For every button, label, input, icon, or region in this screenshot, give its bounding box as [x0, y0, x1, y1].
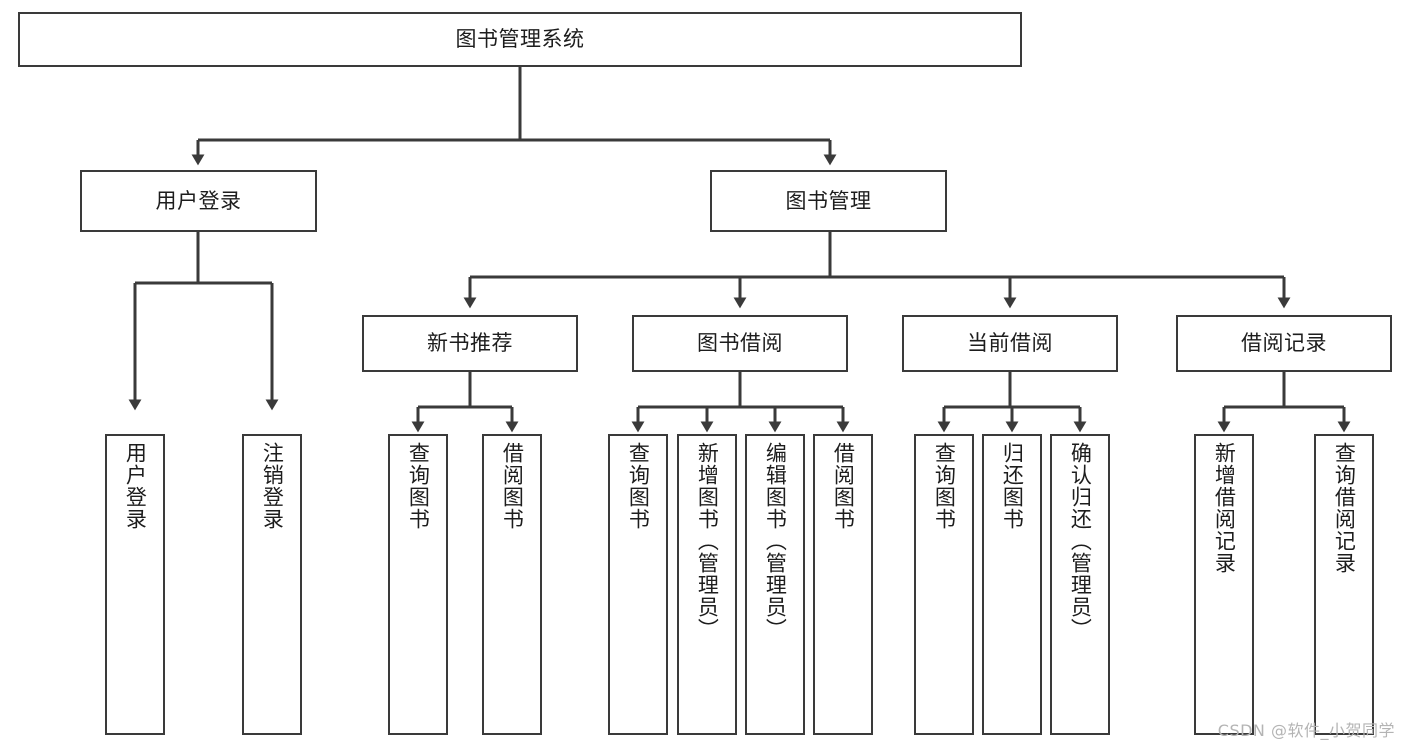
node-root-book-management-system[interactable]: 图书管理系统 [18, 12, 1022, 67]
node-label: 用户登录 [155, 188, 242, 213]
node-borrow-record[interactable]: 借阅记录 [1176, 315, 1392, 372]
leaf-label: 编辑图书（管理员） [763, 442, 788, 640]
node-current-borrow[interactable]: 当前借阅 [902, 315, 1118, 372]
watermark: CSDN @软件_小贺同学 [1217, 721, 1395, 740]
leaf-book-borrow-edit-book-admin[interactable]: 编辑图书（管理员） [745, 434, 805, 735]
leaf-label: 注销登录 [260, 442, 285, 530]
node-book-borrow[interactable]: 图书借阅 [632, 315, 848, 372]
leaf-label: 借阅图书 [500, 442, 525, 530]
leaf-label: 新增图书（管理员） [695, 442, 720, 640]
node-new-book-recommend[interactable]: 新书推荐 [362, 315, 578, 372]
leaf-book-borrow-borrow-book[interactable]: 借阅图书 [813, 434, 873, 735]
leaf-label: 确认归还（管理员） [1068, 442, 1093, 640]
leaf-new-book-borrow-book[interactable]: 借阅图书 [482, 434, 542, 735]
leaf-user-login-login[interactable]: 用户登录 [105, 434, 165, 735]
leaf-label: 查询借阅记录 [1332, 442, 1357, 574]
leaf-label: 查询图书 [626, 442, 651, 530]
node-label: 新书推荐 [427, 331, 513, 356]
leaf-book-borrow-add-book-admin[interactable]: 新增图书（管理员） [677, 434, 737, 735]
node-label: 图书管理系统 [455, 27, 585, 52]
leaf-borrow-record-query-record[interactable]: 查询借阅记录 [1314, 434, 1374, 735]
leaf-label: 查询图书 [406, 442, 431, 530]
node-label: 图书管理 [785, 188, 872, 213]
leaf-new-book-query-book[interactable]: 查询图书 [388, 434, 448, 735]
node-label: 借阅记录 [1241, 331, 1327, 356]
leaf-current-borrow-confirm-return-admin[interactable]: 确认归还（管理员） [1050, 434, 1110, 735]
node-label: 当前借阅 [967, 331, 1053, 356]
node-user-login[interactable]: 用户登录 [80, 170, 317, 232]
leaf-book-borrow-query-book[interactable]: 查询图书 [608, 434, 668, 735]
node-label: 图书借阅 [697, 331, 783, 356]
node-book-management[interactable]: 图书管理 [710, 170, 947, 232]
leaf-label: 用户登录 [123, 442, 148, 530]
leaf-label: 查询图书 [932, 442, 957, 530]
leaf-borrow-record-add-record[interactable]: 新增借阅记录 [1194, 434, 1254, 735]
leaf-user-login-logout[interactable]: 注销登录 [242, 434, 302, 735]
leaf-current-borrow-return-book[interactable]: 归还图书 [982, 434, 1042, 735]
leaf-label: 新增借阅记录 [1212, 442, 1237, 574]
leaf-current-borrow-query-book[interactable]: 查询图书 [914, 434, 974, 735]
leaf-label: 归还图书 [1000, 442, 1025, 530]
leaf-label: 借阅图书 [831, 442, 856, 530]
